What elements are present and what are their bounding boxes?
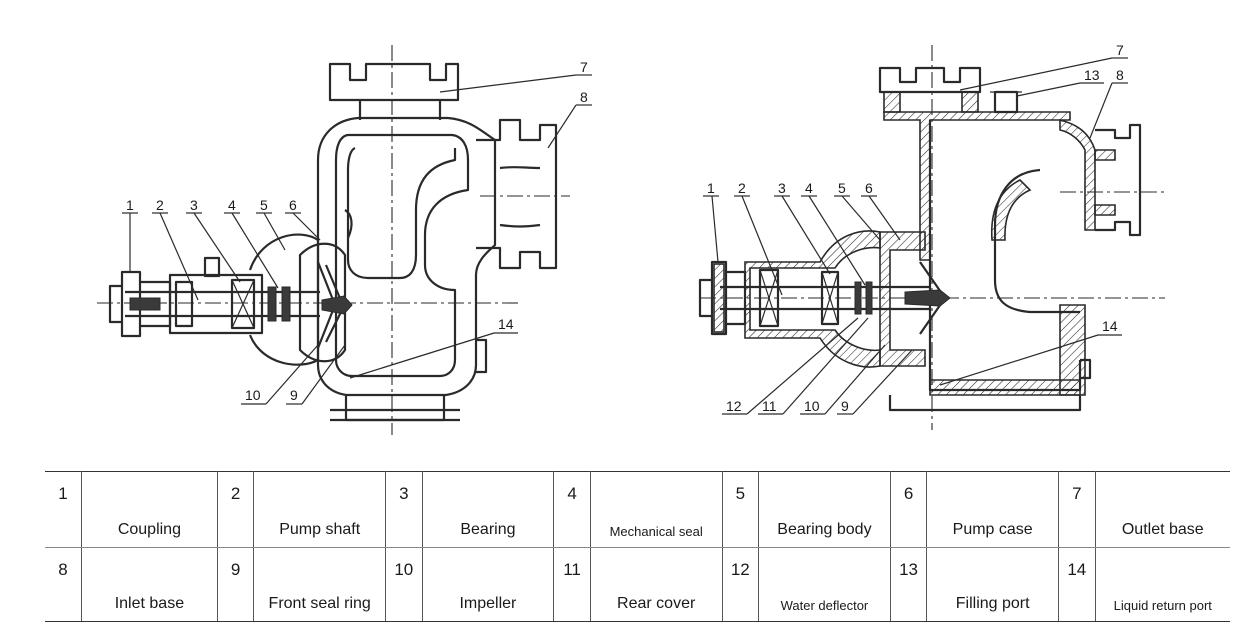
right-callout-12: 12 [726,398,742,414]
right-callout-13: 13 [1084,67,1100,83]
part-name: Liquid return port [1094,547,1230,622]
left-pump-view: 1 2 3 4 5 6 7 8 9 [97,45,592,435]
part-number: 1 [45,471,82,548]
parts-table-row: 8 Inlet base 9 Front seal ring 10 Impell… [45,547,1230,622]
right-callout-3: 3 [778,180,786,196]
left-callout-4: 4 [228,197,236,213]
left-callout-14: 14 [498,316,514,332]
part-number: 8 [45,547,82,622]
right-callout-14: 14 [1102,318,1118,334]
right-callouts: 1 2 3 4 5 6 7 8 13 [703,42,1128,415]
part-number: 3 [385,471,423,548]
part-name: Impeller [421,547,555,622]
part-number: 13 [889,547,928,622]
right-callout-1: 1 [707,180,715,196]
pump-sectional-drawings: 1 2 3 4 5 6 7 8 9 [97,42,1165,435]
right-callout-8: 8 [1116,67,1124,83]
right-pump-view: 1 2 3 4 5 6 7 8 13 [698,42,1165,430]
part-number: 7 [1058,471,1096,548]
right-callout-6: 6 [865,180,873,196]
parts-table-row: 1 Coupling 2 Pump shaft 3 Bearing 4 Mech… [45,471,1230,548]
right-callout-7: 7 [1116,42,1124,58]
part-number: 5 [721,471,760,548]
part-name: Filling port [926,547,1060,622]
left-callout-8: 8 [580,89,588,105]
part-number: 6 [889,471,928,548]
part-number: 14 [1058,547,1096,622]
left-callouts: 1 2 3 4 5 6 7 8 9 [122,59,592,405]
parts-table: 1 Coupling 2 Pump shaft 3 Bearing 4 Mech… [45,471,1230,622]
right-callout-4: 4 [805,180,813,196]
right-callout-2: 2 [738,180,746,196]
part-number: 12 [721,547,760,622]
left-callout-10: 10 [245,387,261,403]
part-name: Bearing [421,471,555,548]
left-callout-5: 5 [260,197,268,213]
left-callout-1: 1 [126,197,134,213]
right-callout-11: 11 [762,398,777,414]
part-name: Bearing body [758,471,891,548]
part-number: 10 [385,547,423,622]
part-name: Mechanical seal [589,471,723,548]
left-callout-2: 2 [156,197,164,213]
part-name: Pump shaft [253,471,387,548]
part-number: 4 [553,471,591,548]
left-callout-9: 9 [290,387,298,403]
left-callout-3: 3 [190,197,198,213]
left-callout-7: 7 [580,59,588,75]
right-callout-10: 10 [804,398,820,414]
part-number: 9 [216,547,255,622]
part-name: Pump case [926,471,1060,548]
left-callout-6: 6 [289,197,297,213]
part-number: 11 [553,547,591,622]
part-name: Rear cover [589,547,723,622]
right-callout-5: 5 [838,180,846,196]
part-number: 2 [216,471,255,548]
part-name: Water deflector [758,547,891,622]
part-name: Inlet base [80,547,218,622]
part-name: Coupling [80,471,218,548]
part-name: Front seal ring [253,547,387,622]
right-callout-9: 9 [841,398,849,414]
part-name: Outlet base [1094,471,1230,548]
